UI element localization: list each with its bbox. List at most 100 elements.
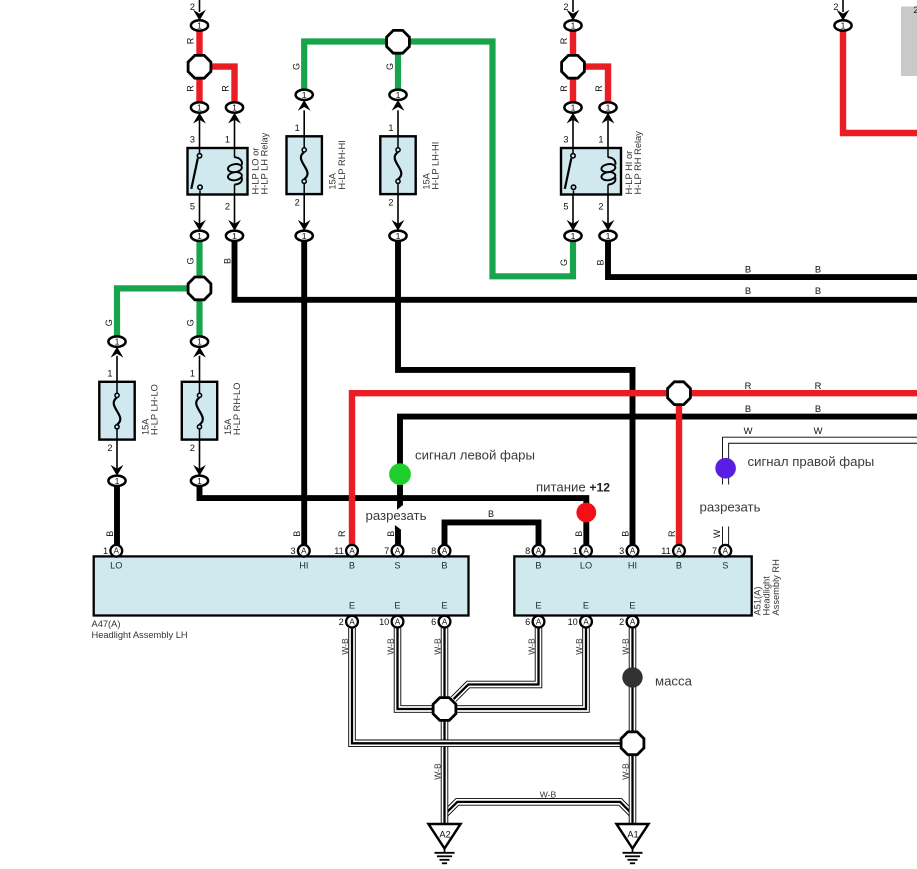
- svg-text:B: B: [596, 259, 606, 265]
- svg-text:сигнал правой фары: сигнал правой фары: [748, 454, 875, 469]
- svg-text:Headlight Assembly LH: Headlight Assembly LH: [92, 630, 188, 640]
- svg-text:масса: масса: [655, 674, 693, 689]
- svg-text:2: 2: [190, 443, 195, 453]
- svg-text:2: 2: [913, 5, 917, 15]
- svg-text:A: A: [114, 547, 120, 556]
- svg-text:A: A: [583, 547, 589, 556]
- svg-text:1: 1: [107, 369, 112, 379]
- svg-text:G: G: [292, 63, 302, 70]
- svg-text:E: E: [583, 601, 589, 611]
- svg-text:10: 10: [568, 617, 578, 627]
- svg-text:W-B: W-B: [574, 638, 584, 655]
- svg-text:2: 2: [833, 2, 838, 12]
- svg-text:11: 11: [334, 546, 344, 556]
- svg-text:G: G: [186, 257, 196, 264]
- svg-text:1: 1: [396, 90, 401, 100]
- svg-text:1: 1: [606, 231, 611, 241]
- svg-text:B: B: [815, 263, 821, 274]
- svg-text:G: G: [559, 259, 569, 266]
- svg-text:3: 3: [619, 546, 624, 556]
- svg-text:15AH-LP LH-LO: 15AH-LP LH-LO: [141, 384, 160, 435]
- svg-text:3: 3: [190, 135, 195, 145]
- svg-text:A: A: [301, 547, 307, 556]
- svg-text:1: 1: [302, 231, 307, 241]
- svg-text:1: 1: [396, 231, 401, 241]
- svg-text:1: 1: [606, 103, 611, 113]
- svg-text:A: A: [723, 547, 729, 556]
- svg-text:B: B: [105, 531, 115, 537]
- svg-text:S: S: [394, 561, 400, 571]
- svg-text:1: 1: [115, 337, 120, 347]
- svg-text:R: R: [559, 37, 569, 44]
- svg-text:R: R: [745, 380, 752, 391]
- svg-text:1: 1: [197, 337, 202, 347]
- svg-text:W-B: W-B: [433, 763, 443, 780]
- svg-text:15AH-LP RH-HI: 15AH-LP RH-HI: [328, 140, 347, 189]
- svg-text:1: 1: [197, 21, 202, 31]
- svg-text:1: 1: [115, 476, 120, 486]
- svg-text:6: 6: [525, 617, 530, 627]
- svg-text:6: 6: [431, 617, 436, 627]
- svg-text:B: B: [386, 531, 396, 537]
- svg-text:10: 10: [379, 617, 389, 627]
- svg-text:3: 3: [563, 135, 568, 145]
- svg-text:1: 1: [232, 231, 237, 241]
- svg-text:E: E: [394, 601, 400, 611]
- svg-text:G: G: [104, 319, 114, 326]
- svg-text:A: A: [395, 618, 401, 627]
- svg-text:2: 2: [388, 197, 393, 207]
- svg-text:E: E: [441, 601, 447, 611]
- svg-text:W-B: W-B: [386, 638, 396, 655]
- svg-text:8: 8: [431, 546, 436, 556]
- svg-text:A51(A)HeadlightAssembly RH: A51(A)HeadlightAssembly RH: [753, 559, 781, 615]
- svg-text:B: B: [441, 561, 447, 571]
- svg-text:HI: HI: [299, 561, 308, 571]
- svg-text:B: B: [349, 561, 355, 571]
- svg-text:E: E: [349, 601, 355, 611]
- svg-text:2: 2: [107, 443, 112, 453]
- svg-text:1: 1: [103, 546, 108, 556]
- svg-text:W: W: [744, 425, 753, 436]
- svg-text:R: R: [667, 530, 677, 537]
- svg-text:B: B: [676, 561, 682, 571]
- svg-text:1: 1: [841, 21, 846, 31]
- svg-text:W-B: W-B: [433, 638, 443, 655]
- svg-text:W-B: W-B: [527, 638, 537, 655]
- svg-text:B: B: [535, 561, 541, 571]
- svg-text:W-B: W-B: [621, 763, 631, 780]
- svg-text:2: 2: [190, 2, 195, 12]
- svg-text:1: 1: [573, 546, 578, 556]
- svg-text:15AH-LP RH-LO: 15AH-LP RH-LO: [223, 383, 242, 436]
- svg-text:питание +12: питание +12: [536, 480, 610, 495]
- svg-text:A: A: [630, 618, 636, 627]
- svg-text:HI: HI: [628, 561, 637, 571]
- svg-text:W: W: [814, 425, 823, 436]
- svg-text:R: R: [594, 85, 604, 92]
- svg-text:H-LP LO orH-LP LH Relay: H-LP LO orH-LP LH Relay: [251, 132, 270, 194]
- svg-text:11: 11: [661, 546, 671, 556]
- svg-text:2: 2: [339, 617, 344, 627]
- svg-text:W-B: W-B: [340, 638, 350, 655]
- svg-text:15AH-LP LH-HI: 15AH-LP LH-HI: [422, 142, 441, 190]
- svg-text:R: R: [337, 530, 347, 537]
- svg-text:1: 1: [598, 135, 603, 145]
- svg-text:разрезать: разрезать: [700, 500, 761, 515]
- svg-text:1: 1: [197, 103, 202, 113]
- svg-text:A: A: [442, 618, 448, 627]
- svg-text:B: B: [292, 531, 302, 537]
- svg-text:1: 1: [571, 21, 576, 31]
- svg-text:сигнал левой фары: сигнал левой фары: [415, 448, 535, 463]
- svg-text:B: B: [745, 403, 751, 414]
- svg-text:S: S: [722, 561, 728, 571]
- svg-text:A: A: [442, 547, 448, 556]
- svg-text:2: 2: [598, 202, 603, 212]
- svg-text:1: 1: [295, 123, 300, 133]
- svg-text:1: 1: [302, 90, 307, 100]
- svg-text:W-B: W-B: [540, 790, 557, 800]
- svg-text:7: 7: [712, 546, 717, 556]
- svg-text:1: 1: [571, 103, 576, 113]
- svg-text:разрезать: разрезать: [366, 508, 427, 523]
- svg-text:1: 1: [197, 231, 202, 241]
- svg-text:B: B: [488, 509, 494, 519]
- svg-text:G: G: [186, 319, 196, 326]
